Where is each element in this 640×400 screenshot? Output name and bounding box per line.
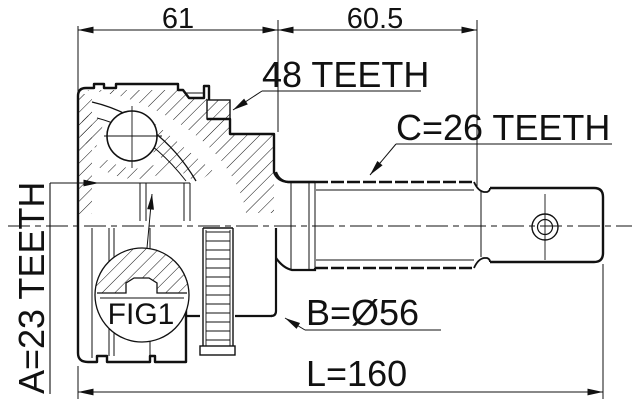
diameter-callout: B=Ø56 xyxy=(284,292,441,333)
dimension-shaft-length: 60.5 xyxy=(278,3,477,35)
diameter-label: B=Ø56 xyxy=(306,292,419,333)
shaft-neck xyxy=(274,171,317,272)
outer-spline-callout: C=26 TEETH xyxy=(369,107,612,176)
inner-spline-label: A=23 TEETH xyxy=(11,182,52,394)
tone-ring-teeth xyxy=(205,230,231,346)
inner-spline-bore xyxy=(99,182,191,221)
dim-61-label: 61 xyxy=(162,3,194,35)
left-wall-hatch xyxy=(79,94,92,214)
dimension-housing-length: 61 xyxy=(78,3,278,35)
dim-60-5-label: 60.5 xyxy=(347,3,403,35)
outer-spline-label: C=26 TEETH xyxy=(396,107,610,148)
housing-section-view xyxy=(76,82,315,226)
housing-wall-hatch xyxy=(84,90,274,213)
shaft-groove xyxy=(473,181,491,269)
fig1-label: FIG1 xyxy=(108,298,175,331)
spline-section xyxy=(315,180,474,270)
fig1-detail-hatch xyxy=(95,248,189,293)
fig1-groove-profile xyxy=(97,277,187,294)
end-stub-outline xyxy=(490,186,605,264)
dimension-overall-length: L=160 xyxy=(78,353,603,396)
housing-back-face xyxy=(270,228,278,318)
abs-tone-ring xyxy=(199,227,236,356)
center-mark xyxy=(531,194,559,260)
output-shaft xyxy=(274,171,605,272)
dimensions: 61 60.5 48 TEETH C=26 TEETH A=23 TEETH B… xyxy=(11,3,612,399)
fig1-leader xyxy=(146,193,154,249)
bearing-ball xyxy=(104,106,162,168)
fig1-detail-bubble: FIG1 xyxy=(94,193,190,343)
inner-spline-callout: A=23 TEETH xyxy=(11,179,99,394)
neck-groove-lines xyxy=(290,182,316,269)
abs-teeth-callout: 48 TEETH xyxy=(232,54,429,111)
abs-ring-section xyxy=(206,99,231,120)
overall-length-label: L=160 xyxy=(306,353,407,394)
housing-outline-bottom xyxy=(76,226,188,364)
inner-race-hatch xyxy=(149,122,213,183)
tone-ring-base xyxy=(199,345,236,356)
abs-teeth-label: 48 TEETH xyxy=(262,54,429,95)
cage-wedge-hatch xyxy=(80,114,104,148)
race-crescent-hatch xyxy=(97,158,176,179)
